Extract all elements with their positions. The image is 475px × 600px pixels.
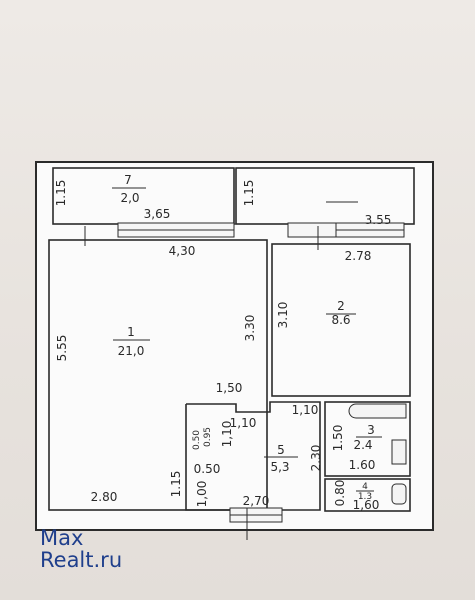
room-4-outline bbox=[324, 478, 411, 512]
dim-050-b: 0.50 bbox=[194, 462, 221, 476]
dim-555: 5.55 bbox=[55, 335, 69, 362]
watermark-line-2: Realt.ru bbox=[40, 548, 123, 572]
dim-110-a: 1,10 bbox=[230, 416, 257, 430]
dim-280: 2.80 bbox=[91, 490, 118, 504]
room-6-area: 2,0 bbox=[120, 191, 139, 205]
dim-115-left: 1.15 bbox=[54, 180, 68, 207]
dim-355: 3.55 bbox=[365, 213, 392, 227]
room-2-number: 2 bbox=[337, 299, 345, 313]
room-2-outline bbox=[271, 243, 411, 397]
room-3-area: 2.4 bbox=[353, 438, 372, 452]
room-1-area: 21,0 bbox=[118, 344, 145, 358]
dim-115-bottom: 1.15 bbox=[169, 471, 183, 498]
bathtub-icon bbox=[348, 403, 407, 419]
room-4-number: 4 bbox=[362, 482, 368, 492]
dim-100: 1,00 bbox=[195, 481, 209, 508]
room-5-number: 5 bbox=[277, 443, 285, 457]
dim-150-bath: 1.50 bbox=[331, 425, 345, 452]
dim-115-mid: 1.15 bbox=[242, 180, 256, 207]
dim-230: 2.30 bbox=[309, 445, 323, 472]
room-6-number: 7 bbox=[124, 173, 132, 187]
room-1-outline bbox=[48, 239, 268, 511]
watermark-line-1: Max bbox=[40, 526, 84, 550]
room-4-area: 1.3 bbox=[358, 492, 372, 502]
room-2-area: 8.6 bbox=[331, 313, 350, 327]
room-3-number: 3 bbox=[367, 423, 375, 437]
dim-160-b: 1,60 bbox=[353, 498, 380, 512]
room-3-outline bbox=[324, 401, 411, 477]
room-5-area: 5,3 bbox=[270, 460, 289, 474]
door-balcony bbox=[287, 222, 337, 238]
dim-110-b: 1,10 bbox=[220, 421, 234, 448]
sink-icon bbox=[391, 439, 407, 465]
dim-365: 3,65 bbox=[144, 207, 171, 221]
dim-150-room1: 1,50 bbox=[216, 381, 243, 395]
dim-080: 0.80 bbox=[333, 480, 347, 507]
dim-430: 4,30 bbox=[169, 244, 196, 258]
watermark-logo: Max Realt.ru bbox=[40, 527, 122, 571]
dim-270: 2,70 bbox=[243, 494, 270, 508]
toilet-icon bbox=[391, 483, 407, 505]
dim-160-a: 1.60 bbox=[349, 458, 376, 472]
room-1-number: 1 bbox=[127, 325, 135, 339]
dim-310: 3.10 bbox=[276, 302, 290, 329]
dim-110-c: 1,10 bbox=[292, 403, 319, 417]
dim-278: 2.78 bbox=[345, 249, 372, 263]
dim-095: 0.95 bbox=[203, 427, 213, 447]
dim-050-a: 0.50 bbox=[192, 430, 202, 450]
dim-330: 3.30 bbox=[243, 315, 257, 342]
